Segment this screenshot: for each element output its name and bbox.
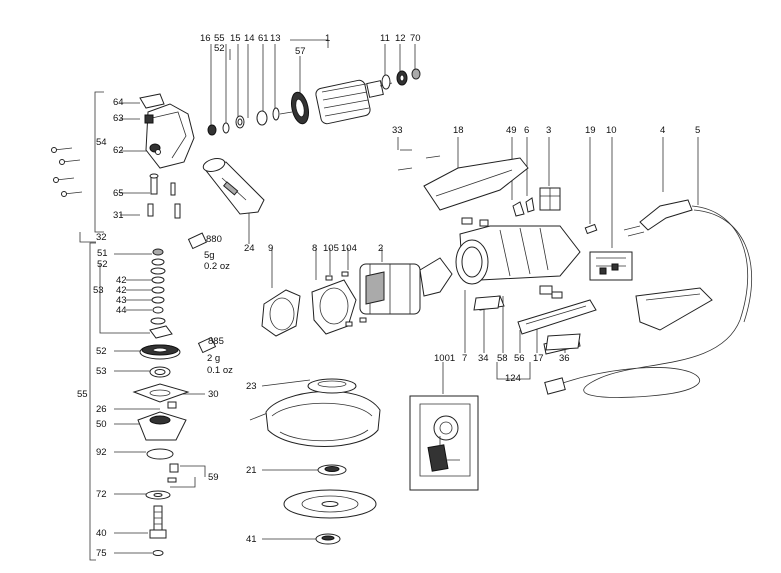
part-label-32: 32 <box>96 232 107 243</box>
part-label-41: 41 <box>246 534 257 545</box>
stator-and-fan <box>261 257 453 337</box>
part-label-63: 63 <box>113 113 124 124</box>
part-label-16: 16 <box>200 33 211 44</box>
part-label-51: 51 <box>97 248 108 259</box>
part-label-52-top: 52 <box>214 43 225 54</box>
grease-885-code: 885 <box>208 336 224 347</box>
part-label-64: 64 <box>113 97 124 108</box>
part-label-42-b: 42 <box>116 285 127 296</box>
part-label-21: 21 <box>246 465 257 476</box>
part-label-23: 23 <box>246 381 257 392</box>
part-label-49: 49 <box>506 125 517 136</box>
part-label-7: 7 <box>462 353 468 364</box>
part-label-52-low: 52 <box>96 346 107 357</box>
armature-assembly <box>207 68 421 136</box>
grease-885-oz: 0.1 oz <box>207 365 233 376</box>
part-label-43: 43 <box>116 295 127 306</box>
part-label-26: 26 <box>96 404 107 415</box>
part-label-53-low: 53 <box>96 366 107 377</box>
part-label-59: 59 <box>208 472 219 483</box>
grease-885-amount: 2 g <box>207 353 221 364</box>
part-label-65: 65 <box>113 188 124 199</box>
part-label-13: 13 <box>270 33 281 44</box>
part-label-12: 12 <box>395 33 406 44</box>
part-label-8: 8 <box>312 243 318 254</box>
part-label-11: 11 <box>380 33 390 44</box>
part-label-42-a: 42 <box>116 275 127 286</box>
part-label-2: 2 <box>378 243 384 254</box>
part-label-17: 17 <box>533 353 544 364</box>
part-label-15: 15 <box>230 33 241 44</box>
part-label-104: 104 <box>341 243 357 254</box>
grease-880-oz: 0.2 oz <box>204 261 230 272</box>
part-label-70: 70 <box>410 33 421 44</box>
part-label-4: 4 <box>660 125 666 136</box>
part-label-55-left: 55 <box>77 389 88 400</box>
guard-housing-parts <box>139 93 208 250</box>
part-label-36: 36 <box>559 353 570 364</box>
part-label-53-mid: 53 <box>93 285 104 296</box>
part-label-34: 34 <box>478 353 489 364</box>
part-label-40: 40 <box>96 528 107 539</box>
part-label-24: 24 <box>244 243 255 254</box>
power-cable <box>544 199 752 398</box>
part-label-57: 57 <box>295 46 306 57</box>
part-label-54: 54 <box>96 137 107 148</box>
grease-880-code: 880 <box>206 234 222 245</box>
part-label-3: 3 <box>546 125 552 136</box>
part-label-124: 124 <box>505 373 521 384</box>
part-label-9: 9 <box>268 243 274 254</box>
part-label-55-top: 55 <box>214 33 225 44</box>
part-label-52-mid: 52 <box>97 259 108 270</box>
wheel-guard-and-disc <box>265 378 381 545</box>
part-label-56: 56 <box>514 353 525 364</box>
grease-880-amount: 5g <box>204 250 215 261</box>
part-label-105: 105 <box>323 243 339 254</box>
part-label-5: 5 <box>695 125 701 136</box>
part-label-18: 18 <box>453 125 464 136</box>
part-label-1001: 1001 <box>434 353 456 364</box>
part-label-19: 19 <box>585 125 596 136</box>
part-label-72: 72 <box>96 489 107 500</box>
flat-label-shapes <box>473 295 581 351</box>
part-label-1: 1 <box>325 33 331 44</box>
part-label-61: 61 <box>258 33 269 44</box>
part-label-30: 30 <box>208 389 219 400</box>
leader-lines <box>79 39 699 561</box>
part-label-62: 62 <box>113 145 124 156</box>
part-label-75: 75 <box>96 548 107 559</box>
motor-housing <box>397 149 633 355</box>
part-label-33: 33 <box>392 125 403 136</box>
side-handle <box>202 158 265 215</box>
part-label-31: 31 <box>113 210 124 221</box>
screws-left <box>51 147 83 197</box>
part-label-14: 14 <box>244 33 255 44</box>
inset-detail-box <box>409 395 479 491</box>
part-label-6: 6 <box>524 125 530 136</box>
part-label-44: 44 <box>116 305 127 316</box>
part-label-10: 10 <box>606 125 617 136</box>
part-label-92: 92 <box>96 447 107 458</box>
part-label-58: 58 <box>497 353 508 364</box>
part-label-50: 50 <box>96 419 107 430</box>
gear-and-spindle-parts <box>132 248 217 556</box>
